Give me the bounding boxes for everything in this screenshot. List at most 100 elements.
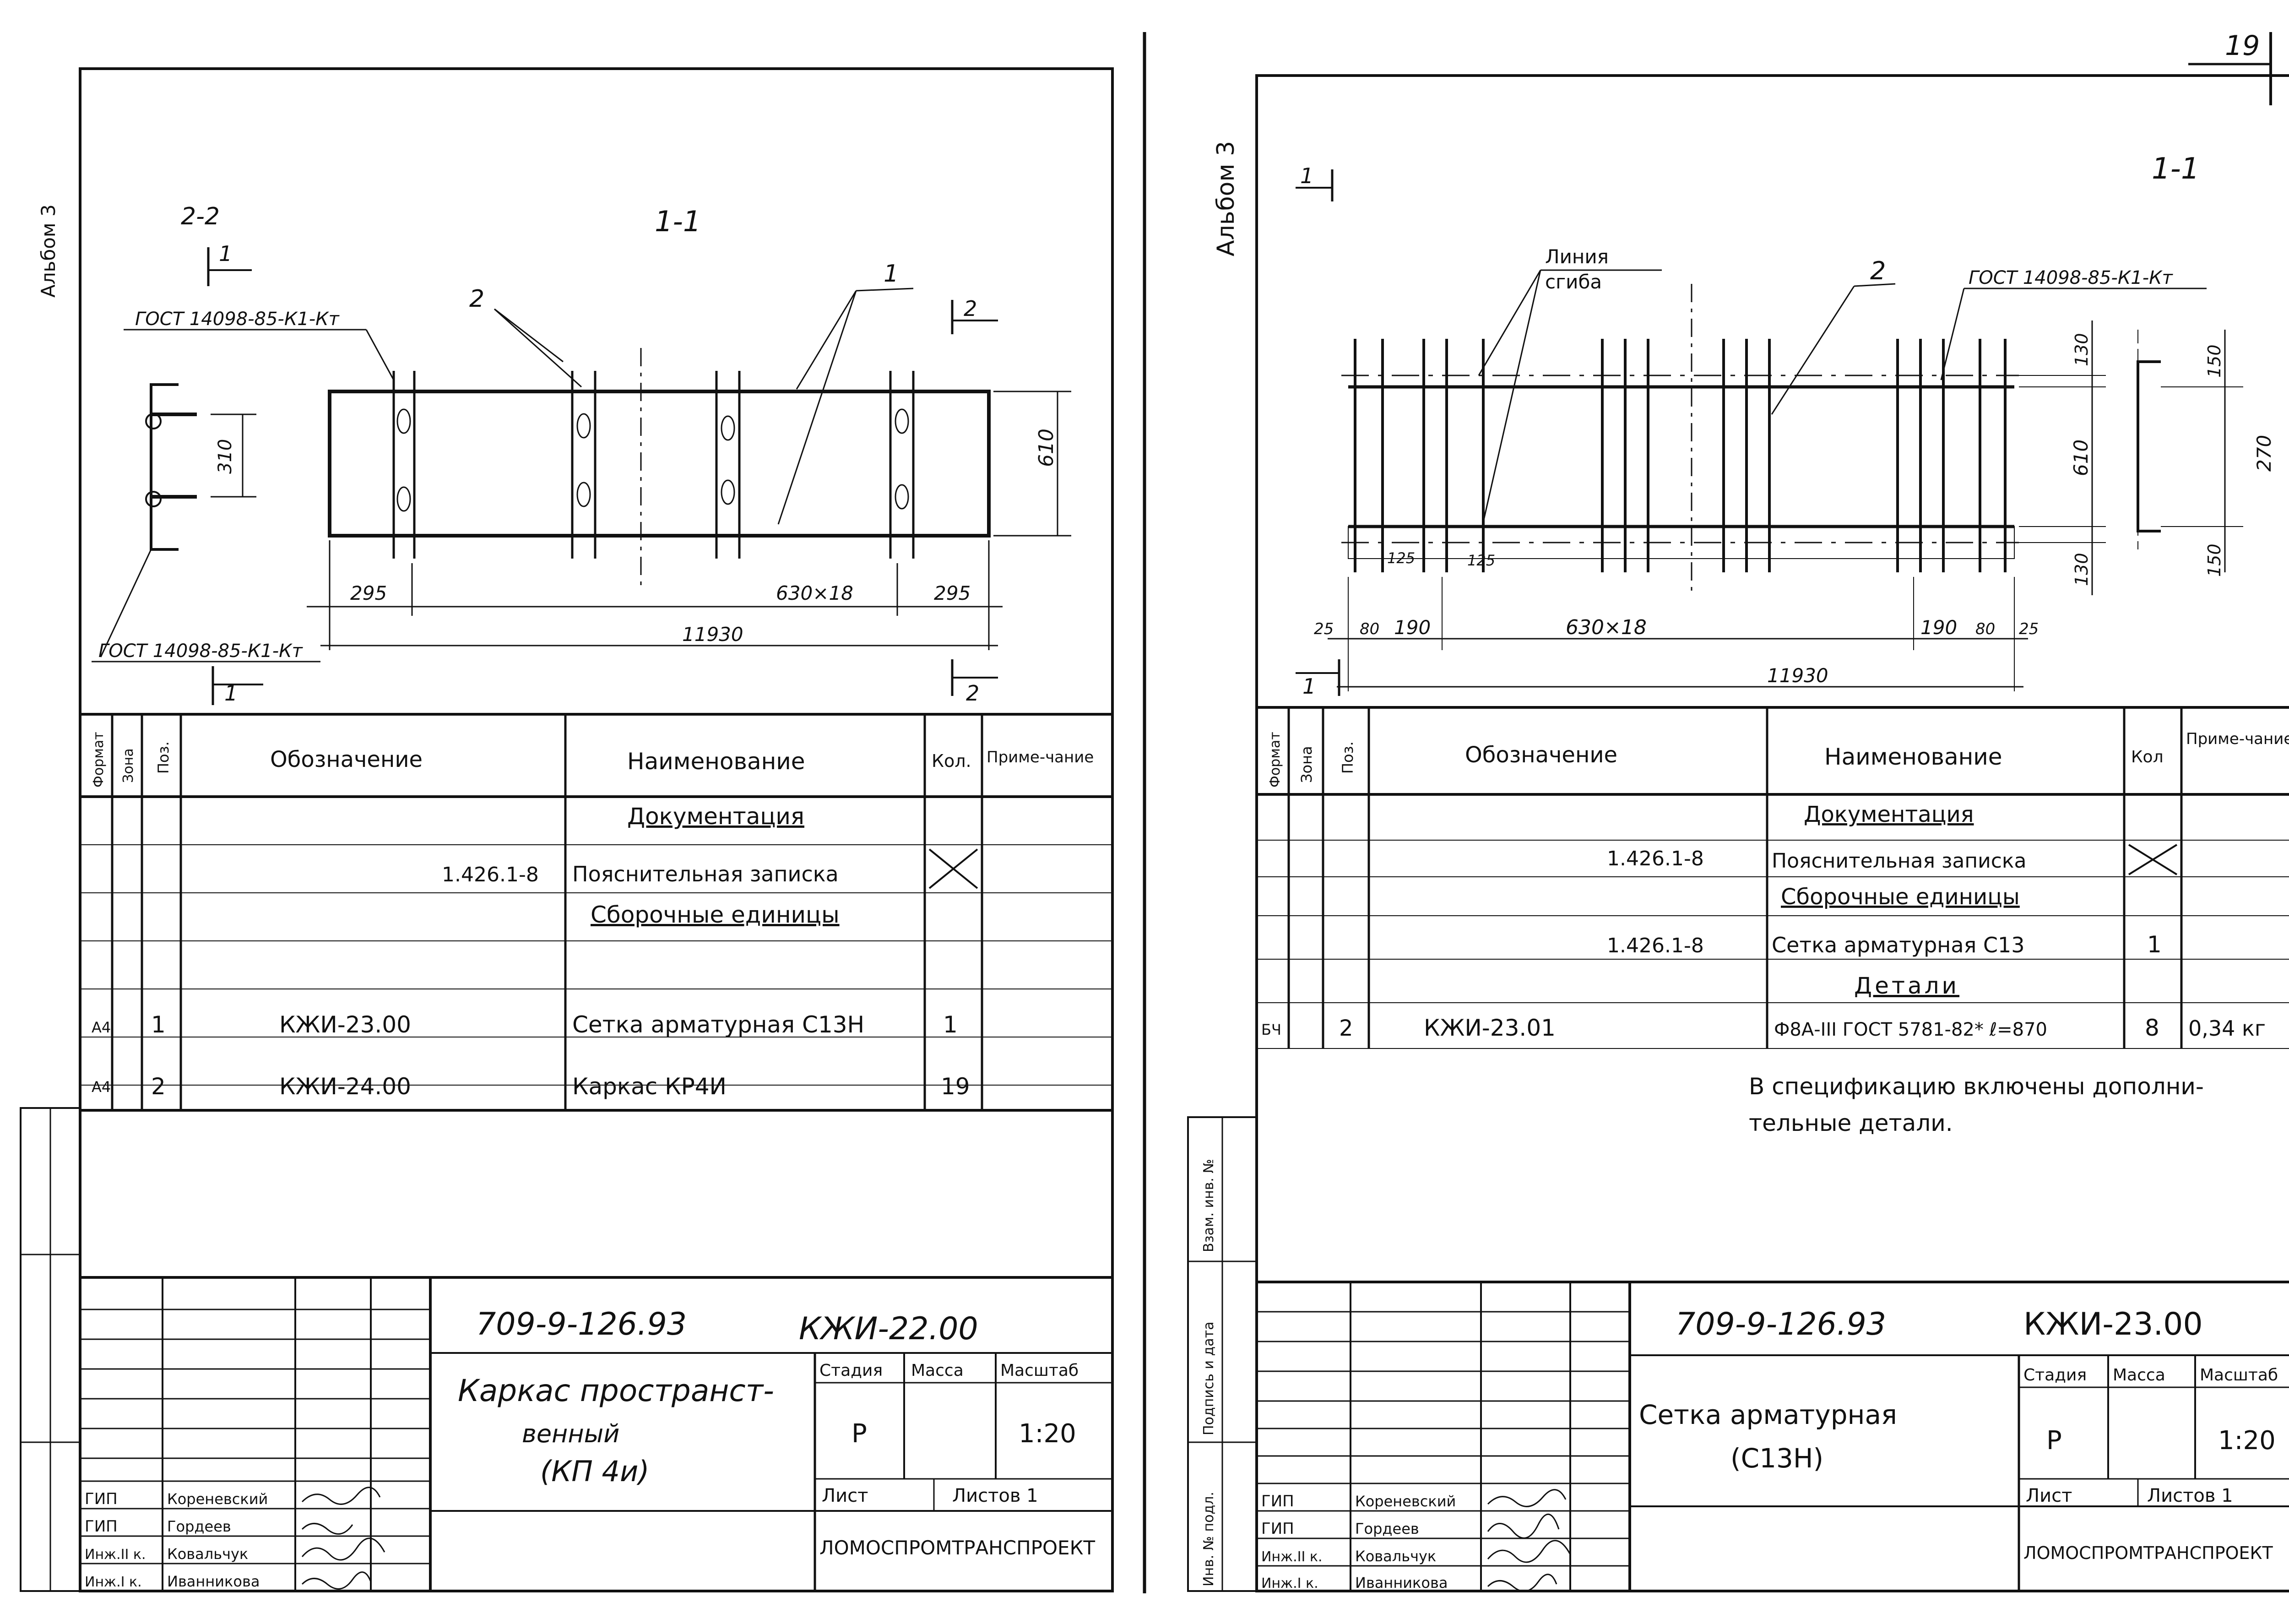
right-dim-middle: 630×18 [1566,616,1647,639]
right-role-1: ГИП [1261,1520,1294,1538]
right-th-format: Формат [1267,732,1283,788]
left-section-side: 2-2 [181,203,220,230]
right-dim-80-r: 80 [1975,620,1995,638]
right-scale-value: 1:20 [2218,1426,2276,1456]
right-footnote-line1: В спецификацию включены дополни- [1749,1073,2204,1100]
right-doc-code: 709-9-126.93 [1676,1306,1886,1342]
left-row2-name: Каркас КР4И [572,1073,727,1100]
right-mass-label: Масса [2113,1366,2165,1385]
left-title-line1: Каркас пространст- [458,1373,774,1408]
left-role-0: ГИП [85,1490,118,1508]
left-row1-pos: 1 [151,1011,166,1038]
left-row0-name: Пояснительная записка [572,862,839,886]
left-row0-designation: 1.426.1-8 [442,863,539,886]
left-row1-designation: КЖИ-23.00 [279,1011,411,1038]
left-gost-top: ГОСТ 14098-85-К1-Кт [135,309,340,330]
left-pos-1-label: 1 [884,260,899,288]
left-spec-table: Формат Зона Поз. Обозначение Наименовани… [80,713,1112,1112]
left-name-1: Гордеев [167,1518,231,1535]
right-title-block: 709-9-126.93 КЖИ-23.00 Сетка арматурная … [1257,1281,2289,1592]
right-dim-150-bot: 150 [2204,543,2224,577]
left-section-units: Сборочные единицы [591,902,840,928]
left-role-2: Инж.II к. [85,1547,146,1563]
right-mesh [1341,284,2019,595]
right-cut-1-top: 1 [1300,163,1313,188]
right-th-qty: Кол [2131,748,2164,766]
left-cut-2-bottom: 2 [966,681,979,706]
left-cut-1-top: 1 [219,241,232,266]
left-gost-bottom: ГОСТ 14098-85-К1-Кт [98,641,304,662]
right-dim-130-bot: 130 [2072,553,2092,586]
right-row1-designation: 1.426.1-8 [1607,934,1704,957]
left-name-2: Ковальчук [167,1545,248,1563]
right-bend-label-2: сгиба [1545,271,1602,293]
right-dim-total: 11930 [1767,664,1828,687]
right-album-label: Альбом 3 [1212,141,1240,256]
right-bend-label-1: Линия [1545,245,1609,268]
left-rods [392,371,915,559]
left-dim-right: 295 [934,582,971,604]
left-signatures [301,1487,385,1590]
right-cut-1-bottom: 1 [1302,674,1316,699]
right-dim-80-l: 80 [1360,620,1379,638]
right-section-parts: Детали [1854,972,1959,999]
right-side-label-0: Взам. инв. № [1201,1159,1217,1252]
right-title-line1: Сетка арматурная [1639,1399,1897,1430]
right-scale-label: Масштаб [2200,1366,2278,1385]
right-role-0: ГИП [1261,1492,1294,1510]
left-section-docs: Документация [627,803,804,830]
left-title-block: 709-9-126.93 КЖИ-22.00 Каркас пространст… [80,1276,1112,1591]
right-dim-190-l: 190 [1394,616,1431,639]
left-mass-label: Масса [911,1361,964,1380]
left-role-3: Инж.I к. [85,1574,142,1590]
right-th-name: Наименование [1824,744,2002,770]
left-sheet-frame [79,67,1114,1592]
right-doc-number: КЖИ-23.00 [2023,1306,2203,1342]
right-name-1: Гордеев [1355,1520,1419,1537]
right-dim-610: 610 [2070,440,2092,476]
left-scale-value: 1:20 [1019,1419,1076,1449]
right-dim-270: 270 [2253,435,2275,472]
right-gost-top: ГОСТ 14098-85-К1-Кт [1969,267,2174,288]
right-dim-125-a: 125 [1387,549,1415,567]
left-th-format: Формат [91,732,107,788]
left-dim-total: 11930 [682,623,743,646]
right-row2-format: БЧ [1261,1021,1281,1038]
left-name-3: Иванникова [167,1573,260,1590]
right-dim-125-b: 125 [1467,552,1495,569]
left-dim-left: 295 [350,582,387,604]
right-side-label-2: Инв. № подл. [1201,1492,1217,1586]
right-dim-130-top: 130 [2072,333,2092,366]
left-row2-designation: КЖИ-24.00 [279,1073,411,1100]
left-row1-format: А4 [92,1019,111,1036]
left-stage-value: Р [852,1419,867,1449]
right-organization: ЛОМОСПРОМТРАНСПРОЕКТ [2023,1543,2273,1563]
right-section-docs: Документация [1804,802,1974,827]
left-th-name: Наименование [627,748,805,775]
right-row1-qty: 1 [2147,931,2162,958]
left-drawing: 1-1 2-2 1 2 1 2 2 1 ГОСТ 14098-85-К1-К [92,203,1071,706]
right-row0-name: Пояснительная записка [1772,849,2026,873]
left-dim-middle: 630×18 [776,582,853,604]
right-name-3: Иванникова [1355,1574,1448,1591]
right-pos-2-label: 2 [1870,256,1886,285]
left-row1-name: Сетка арматурная С13Н [572,1011,864,1038]
right-role-3: Инж.I к. [1261,1575,1318,1591]
left-row2-format: А4 [92,1078,111,1096]
left-cut-1-bottom: 1 [224,681,238,706]
right-sheet-label: Лист [2026,1485,2072,1506]
right-row2-pos: 2 [1339,1016,1353,1041]
right-signatures [1487,1489,1571,1592]
left-sheet: Альбом 3 1-1 2-2 1 2 1 2 2 1 [20,67,1114,1592]
right-stage-value: Р [2046,1426,2062,1456]
right-row1-name: Сетка арматурная С13 [1772,933,2025,957]
left-row2-qty: 19 [941,1073,970,1100]
right-side-label-1: Подпись и дата [1201,1322,1217,1436]
right-row2-name: Ф8А-III ГОСТ 5781-82* ℓ=870 [1774,1019,2047,1040]
left-dim-height: 610 [1035,429,1058,467]
right-name-0: Кореневский [1355,1493,1456,1510]
left-th-pos: Поз. [155,741,172,774]
right-row2-note: 0,34 кг [2188,1016,2266,1041]
right-dim-150-top: 150 [2204,344,2224,378]
